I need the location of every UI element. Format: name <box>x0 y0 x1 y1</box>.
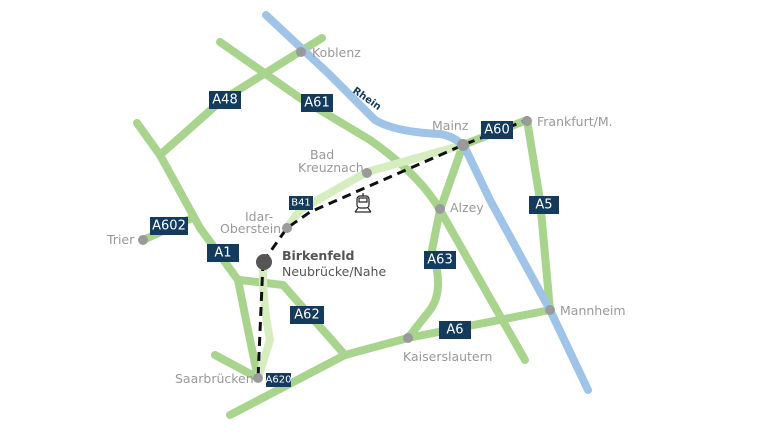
birkenfeld-marker <box>256 254 272 270</box>
sign-b41: B41 <box>289 196 313 210</box>
sign-a602: A602 <box>150 217 188 235</box>
city-saarbruecken: Saarbrücken <box>175 371 254 386</box>
svg-text:A63: A63 <box>427 253 452 268</box>
city-bad-kreuznach-2: Kreuznach <box>298 160 364 175</box>
road-a1 <box>133 119 262 382</box>
city-trier: Trier <box>106 232 135 247</box>
svg-text:A1: A1 <box>214 246 231 261</box>
svg-text:B41: B41 <box>291 198 311 209</box>
svg-text:A602: A602 <box>152 219 186 234</box>
svg-text:A61: A61 <box>304 96 329 111</box>
svg-text:A5: A5 <box>535 198 552 213</box>
svg-text:A62: A62 <box>294 308 319 323</box>
city-kaiserslautern: Kaiserslautern <box>403 349 492 364</box>
city-frankfurt: Frankfurt/M. <box>537 114 613 129</box>
road-a62 <box>236 276 349 359</box>
road-signs: A48 A61 A60 A602 A1 B41 A63 A5 A62 A6 A6… <box>150 91 559 387</box>
road-saarbruecken <box>211 351 262 382</box>
train-icon <box>354 193 372 213</box>
city-koblenz: Koblenz <box>312 45 361 60</box>
sign-a6: A6 <box>439 321 471 339</box>
city-bad-kreuznach-1: Bad <box>310 147 334 162</box>
cities: Koblenz Mainz Frankfurt/M. Bad Kreuznach… <box>106 45 626 386</box>
road-b41 <box>283 141 467 232</box>
sign-a48: A48 <box>209 91 241 109</box>
city-neubruecke: Neubrücke/Nahe <box>282 264 386 279</box>
sign-a620: A620 <box>266 373 292 387</box>
sign-a63: A63 <box>424 251 456 269</box>
city-birkenfeld: Birkenfeld <box>282 248 354 263</box>
svg-text:A6: A6 <box>446 323 463 338</box>
city-mainz: Mainz <box>432 118 469 133</box>
sign-a1: A1 <box>207 244 239 262</box>
sign-a5: A5 <box>529 196 559 214</box>
city-mannheim: Mannheim <box>560 303 626 318</box>
railway-line-south <box>256 261 265 379</box>
city-idar-1: Idar- <box>245 209 273 224</box>
svg-text:A48: A48 <box>212 93 237 108</box>
svg-text:A60: A60 <box>484 123 509 138</box>
sign-a61: A61 <box>301 94 333 112</box>
sign-a60: A60 <box>481 121 513 139</box>
sign-a62: A62 <box>290 306 324 324</box>
svg-text:A620: A620 <box>266 375 292 386</box>
city-alzey: Alzey <box>450 200 484 215</box>
road-a63 <box>404 141 467 342</box>
city-idar-2: Oberstein <box>220 221 281 236</box>
